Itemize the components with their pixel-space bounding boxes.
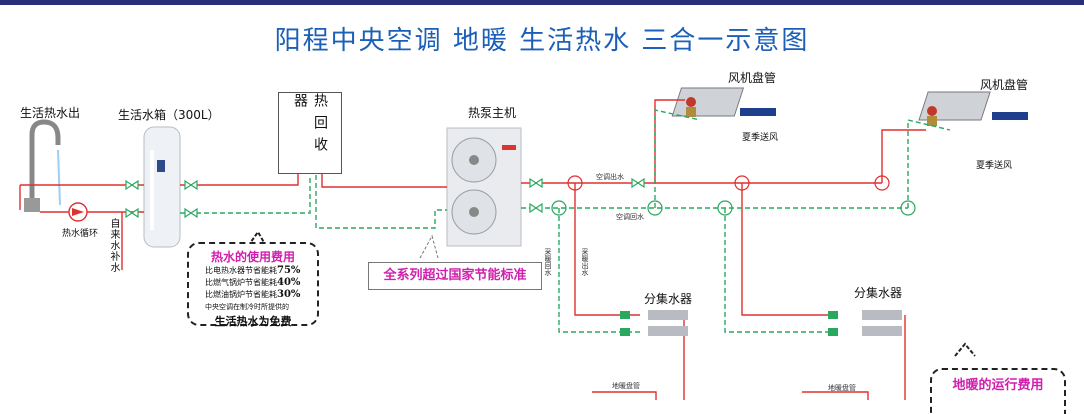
- floor-coil-label-2: 地暖盘管: [828, 384, 856, 392]
- fan-coil-label-2: 风机盘管: [980, 78, 1029, 92]
- ac-out-label: 空调出水: [596, 173, 624, 181]
- floor-out-label: 采暖出水: [581, 248, 589, 276]
- heat-recovery-label: 热回收器: [292, 93, 328, 159]
- floor-heating-cost-heading: 地暖的运行费用: [952, 378, 1044, 393]
- hot-water-out-label: 生活热水出: [20, 106, 81, 120]
- ac-return-label: 空调回水: [616, 213, 644, 221]
- faucet-icon: [24, 119, 61, 212]
- manifold-label-1: 分集水器: [644, 292, 693, 306]
- fan-coil-label-1: 风机盘管: [728, 71, 777, 85]
- tap-water-label: 自来水补水: [108, 218, 119, 273]
- hot-water-cost-callout: 热水的使用费用 比电热水器节省能耗75% 比燃气锅炉节省能耗40% 比燃油锅炉节…: [187, 242, 319, 328]
- cost-line-2: 比燃气锅炉节省能耗40%: [205, 277, 301, 288]
- heat-pump-unit-icon: [446, 127, 522, 247]
- fan-coil-unit-2-icon: [918, 91, 1028, 126]
- heat-recovery-box: 热回收器: [278, 92, 342, 174]
- diagram-title: 阳程中央空调 地暖 生活热水 三合一示意图: [274, 26, 810, 56]
- hot-water-cost-heading: 热水的使用费用: [210, 250, 295, 264]
- fan-coil-unit-1-icon: [671, 87, 776, 117]
- water-tank-icon: [143, 126, 181, 248]
- manifold-2-icon: [828, 310, 902, 336]
- hot-water-circulation-label: 热水循环: [62, 229, 99, 239]
- floor-coil-label-1: 地暖盘管: [612, 382, 640, 390]
- summer-air-label-2: 夏季送风: [976, 161, 1013, 171]
- cost-line-1: 比电热水器节省能耗75%: [205, 265, 301, 276]
- summer-air-label-1: 夏季送风: [742, 133, 779, 143]
- piping-diagram: [19, 87, 1028, 400]
- manifold-1-icon: [620, 310, 688, 336]
- heat-pump-label: 热泵主机: [468, 106, 517, 120]
- floor-return-label: 采暖回水: [544, 248, 552, 276]
- floor-heating-cost-callout: 地暖的运行费用: [930, 368, 1066, 414]
- energy-standard-callout: 全系列超过国家节能标准: [368, 262, 542, 290]
- top-bar: [0, 0, 1084, 5]
- manifold-label-2: 分集水器: [854, 286, 903, 300]
- cost-line-4: 中央空调在制冷时所提供的: [205, 303, 289, 311]
- tank-label: 生活水箱（300L）: [118, 108, 220, 122]
- cost-line-3: 比燃油锅炉节省能耗30%: [205, 289, 301, 300]
- free-hot-water-text: 生活热水为免费: [214, 315, 292, 328]
